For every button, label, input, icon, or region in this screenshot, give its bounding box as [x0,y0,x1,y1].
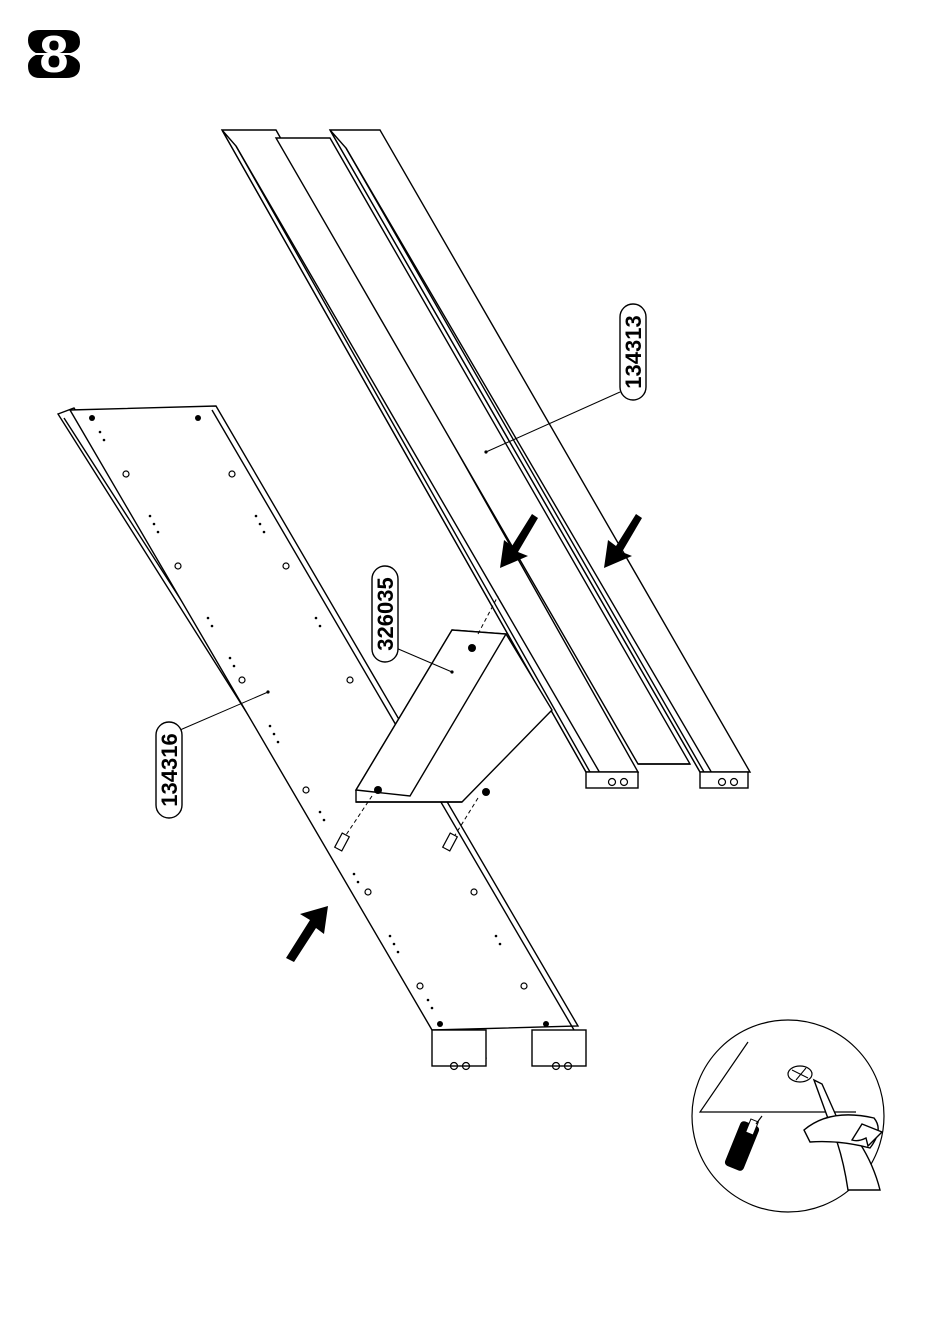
label-134313: 134313 [620,304,646,400]
label-134316: 134316 [156,722,182,818]
part-number-326035: 326035 [373,577,398,650]
part-number-134316: 134316 [157,733,182,806]
label-326035: 326035 [372,566,398,662]
step-number-badge: 8 [28,26,80,84]
step-number: 8 [40,26,69,84]
part-number-134313: 134313 [621,315,646,388]
